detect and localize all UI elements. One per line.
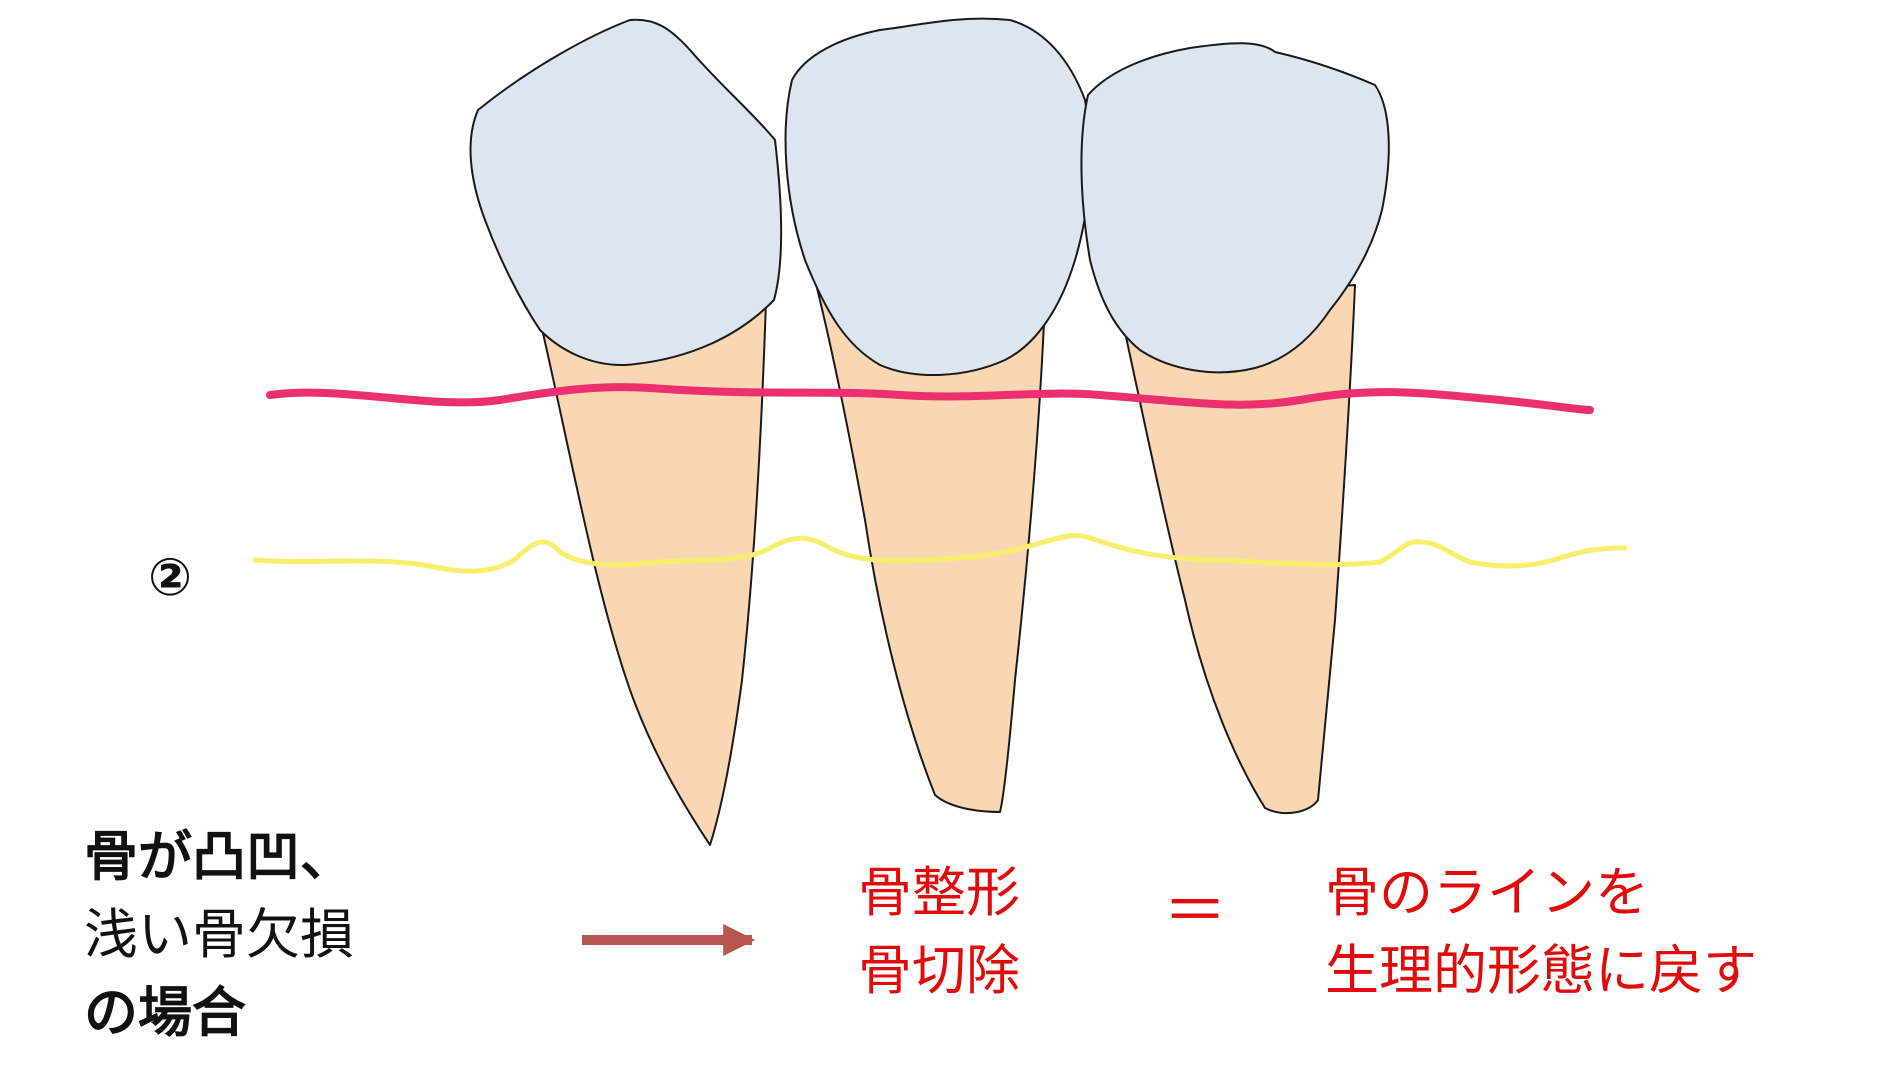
bone-line [252,533,1628,574]
condition-line-3: の場合 [84,981,246,1044]
condition-line-2: 浅い骨欠損 [84,903,354,966]
tooth-middle-root [814,279,1046,813]
gum-line [266,383,1594,414]
result-line-1: 骨のラインを [1325,861,1649,924]
tooth-right-root [1117,284,1356,815]
tooth-middle-crown [784,17,1092,376]
tooth-left-root [539,299,767,846]
procedure-line-1: 骨整形 [858,861,1020,924]
tooth-middle [784,17,1092,813]
step-marker: ② [148,548,193,608]
tooth-right-crown [1080,42,1390,374]
tooth-left-crown [469,18,783,367]
tooth-left [469,18,783,846]
procedure-line-2: 骨切除 [858,939,1020,1002]
tooth-right [1080,42,1390,815]
equals-sign: ＝ [1163,875,1227,949]
condition-line-1: 骨が凸凹、 [84,825,354,888]
result-line-2: 生理的形態に戻す [1325,939,1757,1002]
